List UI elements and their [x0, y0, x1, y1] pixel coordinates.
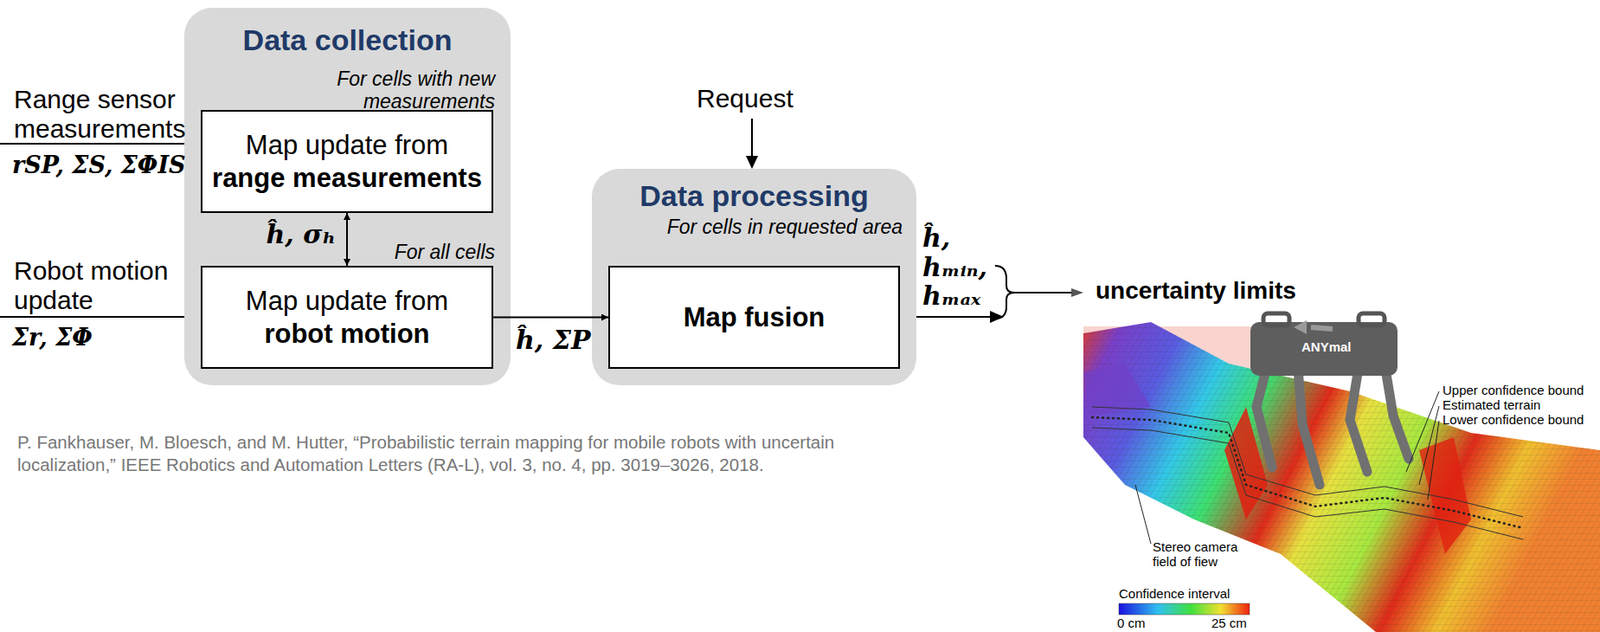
scope-note: For cells with new measurements	[218, 68, 495, 114]
group-panel: Data processingFor cells in requested ar…	[591, 168, 917, 386]
box-text: range measurements	[212, 161, 482, 194]
box-text: Map fusion	[683, 301, 826, 334]
callout-label: Stereo camera field of fiew	[1152, 539, 1257, 570]
edge-label: ĥ, σₕ	[256, 219, 336, 250]
input-label: Range sensor measurements	[13, 84, 196, 143]
signal-name: Σr, ΣΦ	[12, 324, 186, 351]
signal-name: rSP, ΣS, ΣΦIS	[12, 152, 199, 179]
legend-title: Confidence interval	[1118, 586, 1275, 602]
process-box: Map update fromrobot motion	[200, 265, 494, 369]
input-label: Robot motion update	[13, 256, 196, 315]
callout-label: Lower confidence bound	[1442, 412, 1599, 428]
legend-tick: 0 cm	[1117, 616, 1170, 631]
group-panel: Data collectionFor cells with new measur…	[184, 7, 511, 386]
input-label: Request	[696, 83, 810, 114]
callout-label: Estimated terrain	[1442, 398, 1599, 413]
scope-note: For all cells	[314, 241, 495, 264]
process-box: Map update fromrange measurements	[200, 109, 494, 213]
group-title: Data collection	[184, 23, 511, 57]
signal-name: ĥ, hₘᵢₙ, hₘₐₓ	[922, 223, 992, 311]
logo-text: ANYmal	[1301, 340, 1354, 355]
legend-tick: 25 cm	[1211, 616, 1264, 631]
box-text: Map update from	[245, 128, 449, 161]
annotation: uncertainty limits	[1095, 276, 1321, 304]
process-box: Map fusion	[608, 265, 900, 369]
edge-label: ĥ, ΣP	[515, 325, 594, 355]
group-title: Data processing	[591, 179, 917, 213]
scope-note: For cells in requested area	[643, 216, 903, 239]
callout-label: Upper confidence bound	[1442, 383, 1599, 399]
box-text: robot motion	[263, 317, 430, 350]
citation: P. Fankhauser, M. Bloesch, and M. Hutter…	[17, 430, 892, 476]
box-text: Map update from	[245, 284, 449, 317]
